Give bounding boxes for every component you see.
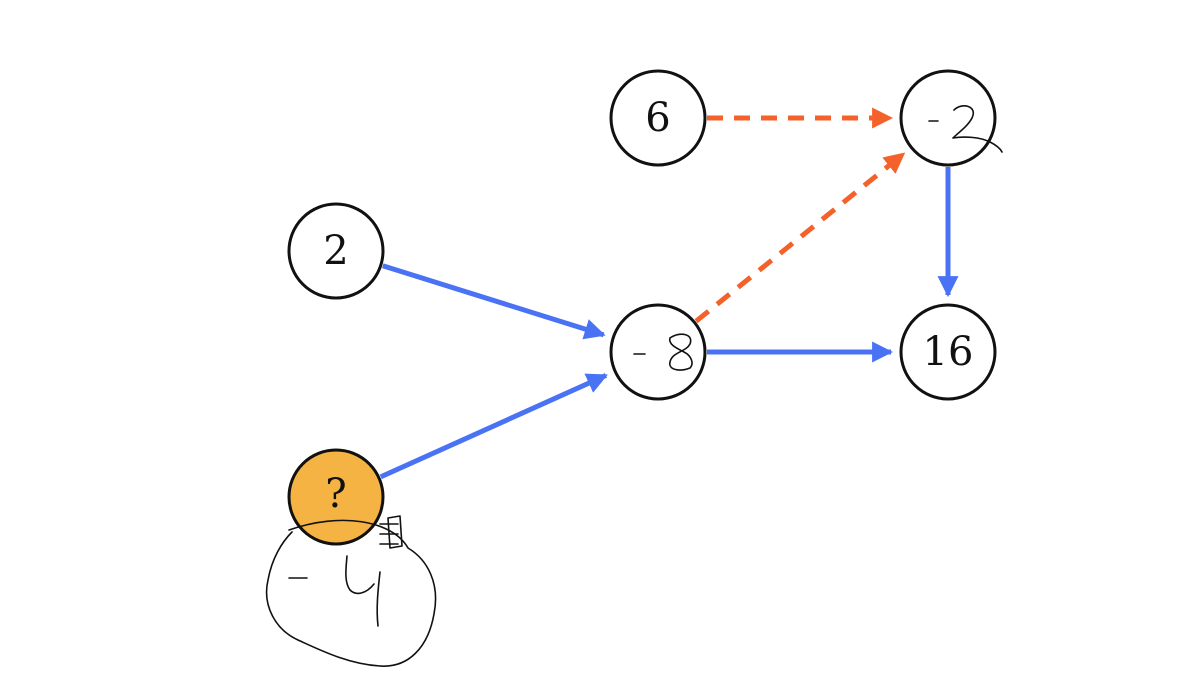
node-label: 16 bbox=[923, 329, 974, 375]
node-minus-2 bbox=[899, 69, 1003, 167]
node-label: 2 bbox=[323, 228, 348, 274]
node-label: 6 bbox=[645, 95, 670, 141]
node-unknown: ? bbox=[287, 448, 385, 546]
handwritten-annotation: -4 bbox=[265, 515, 437, 667]
node-circle bbox=[609, 69, 707, 167]
node-minus-8 bbox=[609, 303, 707, 401]
dashed-edge-arrow bbox=[694, 151, 906, 324]
node-16: 16 bbox=[899, 303, 997, 401]
handwritten-label bbox=[633, 333, 693, 371]
node-2: 2 bbox=[287, 202, 385, 300]
solid-edge-arrow bbox=[382, 263, 606, 340]
node-6: 6 bbox=[609, 69, 707, 167]
node-circle bbox=[287, 202, 385, 300]
node-circle bbox=[899, 69, 997, 167]
node-circle-highlighted bbox=[287, 448, 385, 546]
edges-layer bbox=[379, 107, 959, 480]
node-circle bbox=[899, 303, 997, 401]
node-circle bbox=[609, 303, 707, 401]
solid-edge-arrow bbox=[379, 373, 608, 480]
node-label: ? bbox=[325, 471, 346, 517]
handwritten-label bbox=[928, 105, 1003, 153]
